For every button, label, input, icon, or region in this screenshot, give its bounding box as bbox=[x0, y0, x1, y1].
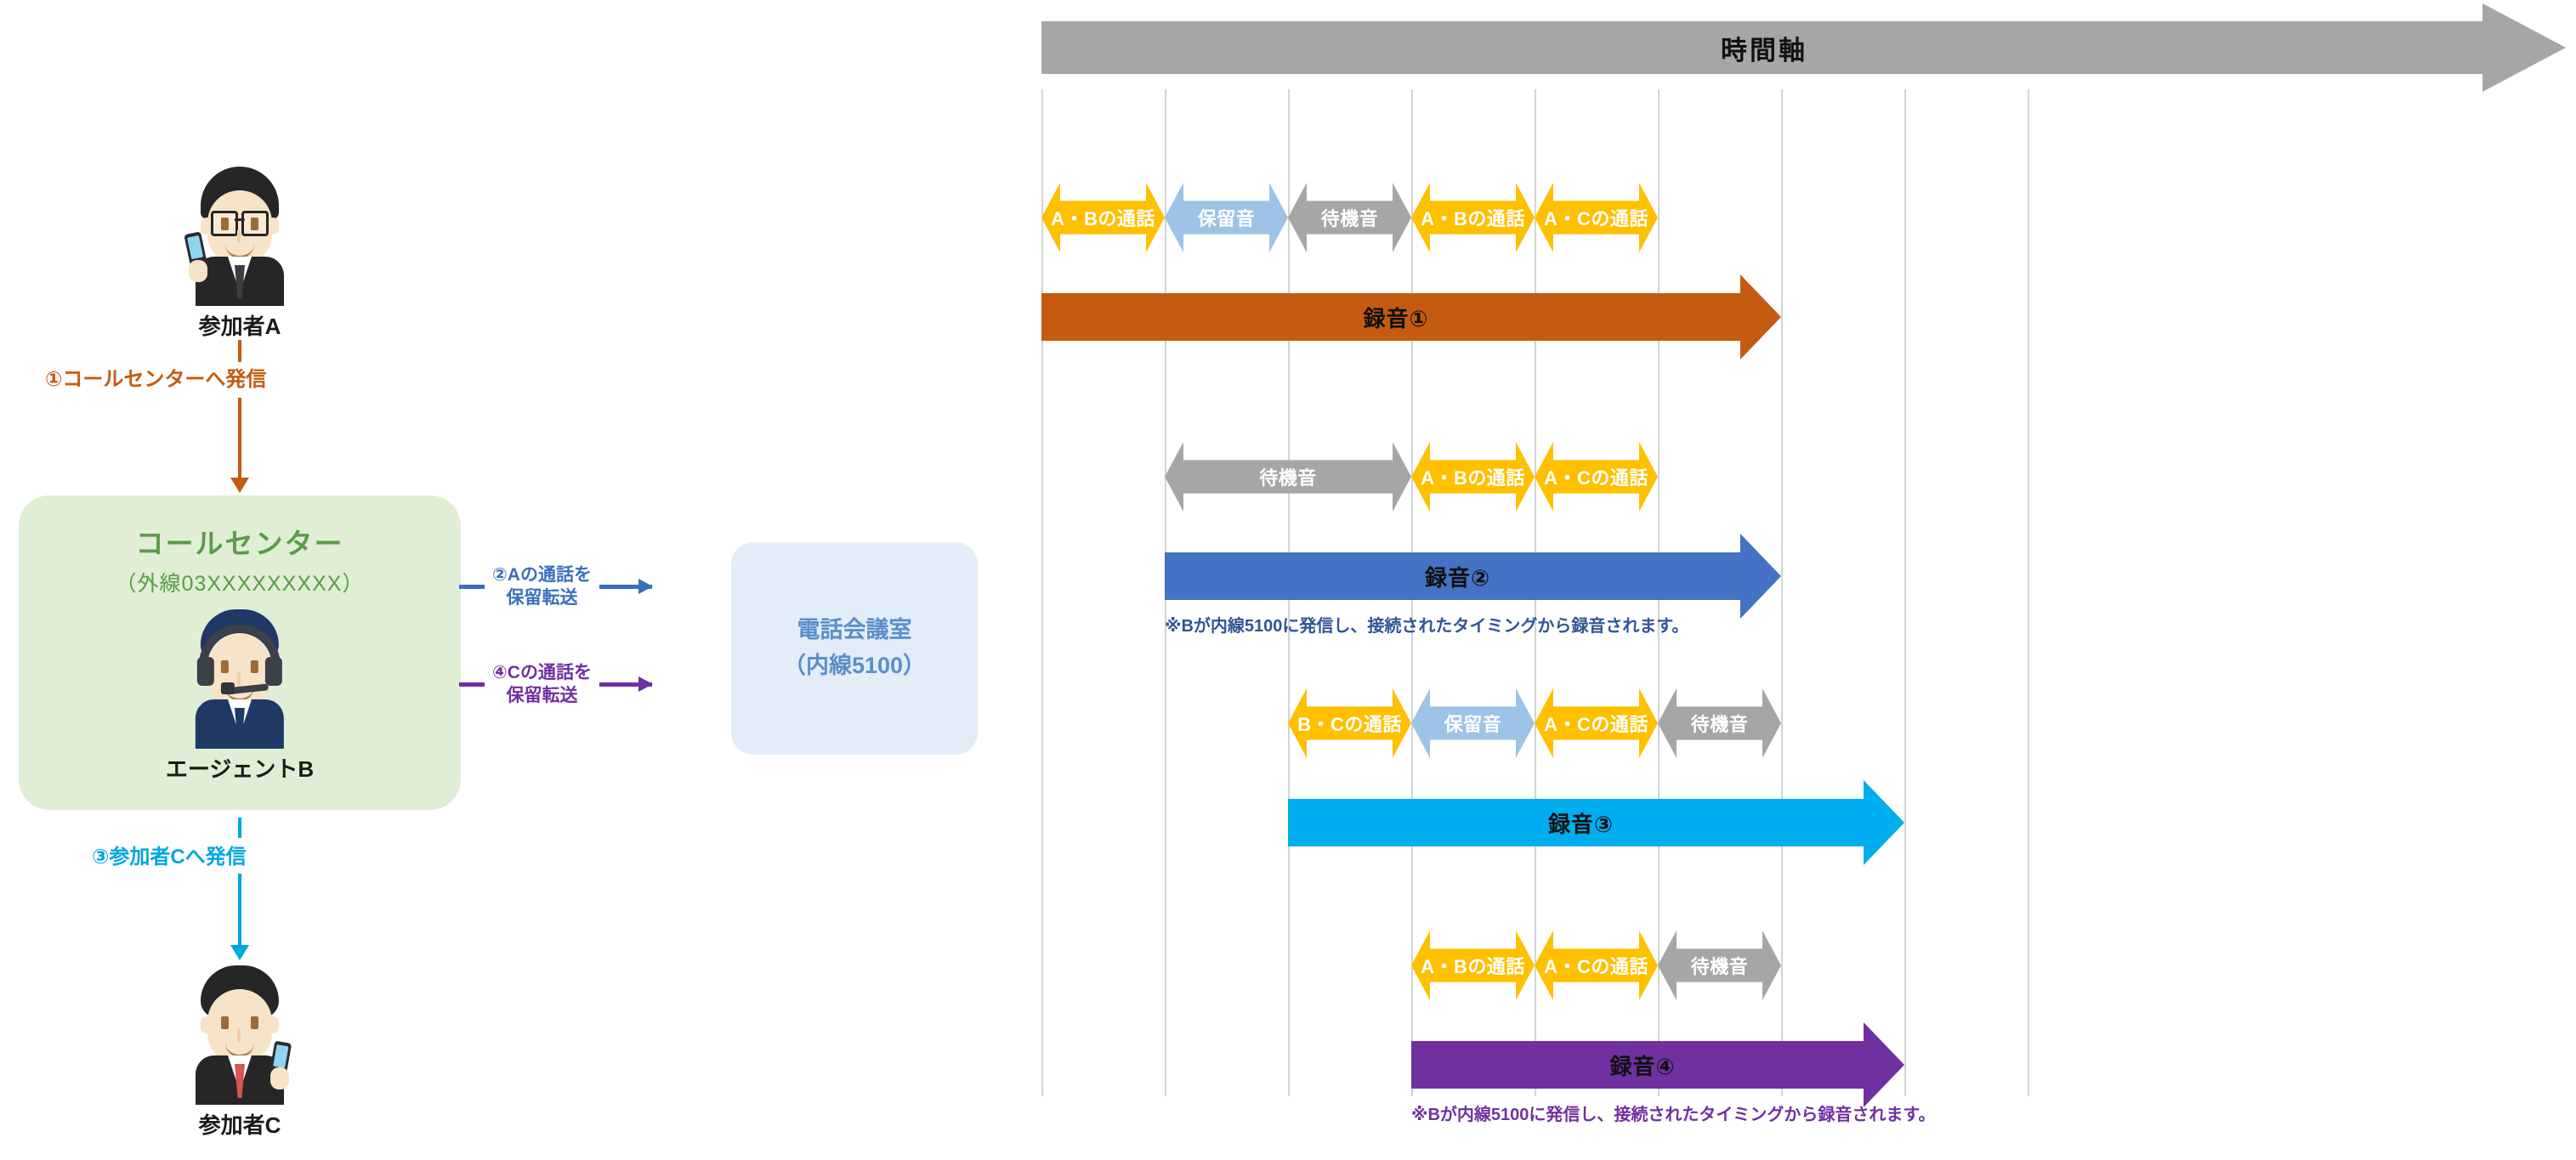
call-center-extension: （外線03XXXXXXXXX） bbox=[115, 572, 365, 596]
recording-bar-arrowhead-icon bbox=[1864, 1022, 1904, 1107]
recording-bar-body bbox=[1411, 1041, 1864, 1089]
transfer-c-label: ④Cの通話を 保留転送 bbox=[485, 661, 599, 708]
participant-a-block: 参加者A bbox=[95, 161, 384, 341]
transfer-a-arrow-icon: .transfer-row[data-name="transfer-row-a"… bbox=[599, 578, 653, 594]
segment-arrow-hold: 保留音 bbox=[1411, 688, 1535, 758]
person-with-smartphone-icon bbox=[172, 161, 308, 306]
transfer-a-label: ②Aの通話を 保留転送 bbox=[485, 563, 599, 610]
participant-c-block: 参加者C bbox=[95, 960, 384, 1140]
conference-room-extension: （内線5100） bbox=[782, 653, 927, 678]
segment-arrow-label: 待機音 bbox=[1320, 208, 1379, 229]
segment-arrow-wait: 待機音 bbox=[1658, 688, 1781, 758]
person-with-mobile-phone-icon bbox=[172, 960, 308, 1105]
segment-arrow-label: A・Bの通話 bbox=[1051, 208, 1155, 229]
recording-bar: 録音③ bbox=[1288, 780, 1904, 865]
segment-arrow-label: A・Cの通話 bbox=[1544, 956, 1648, 977]
transfer-c-label-line2: 保留転送 bbox=[506, 686, 578, 705]
time-axis-label: 時間軸 bbox=[1721, 35, 1807, 65]
recording-bar-label: 録音③ bbox=[1547, 811, 1614, 837]
conference-room-title: 電話会議室 bbox=[797, 617, 912, 643]
segment-arrow-label: A・Cの通話 bbox=[1544, 208, 1648, 229]
transfer-c-label-line1: ④Cの通話を bbox=[492, 662, 592, 682]
recording-bar: 録音① bbox=[1041, 274, 1781, 359]
recording-bar: 録音④ bbox=[1411, 1022, 1904, 1107]
transfer-a-dash bbox=[459, 584, 485, 589]
segment-arrow-label: A・Bの通話 bbox=[1421, 467, 1525, 489]
recording-bar-label: 録音② bbox=[1424, 564, 1490, 591]
transfer-row-a: ②Aの通話を 保留転送 .transfer-row[data-name="tra… bbox=[459, 544, 731, 629]
step1-label: ①コールセンターへ発信 bbox=[45, 368, 267, 391]
segment-arrow-talk: A・Cの通話 bbox=[1535, 442, 1658, 512]
agent-b-block: エージェントB bbox=[166, 604, 314, 784]
step3-label: ③参加者Cへ発信 bbox=[92, 846, 247, 869]
step1-connector-bottom bbox=[238, 398, 241, 481]
recording-bar: 録音② bbox=[1165, 534, 1781, 619]
recording-bar-arrowhead-icon bbox=[1864, 780, 1904, 865]
transfer-a-label-line1: ②Aの通話を bbox=[492, 564, 592, 585]
recording-note: ※Bが内線5100に発信し、接続されたタイミングから録音されます。 bbox=[1411, 1106, 1936, 1124]
time-axis-bar: 時間軸 bbox=[1041, 21, 2487, 74]
gridline-6 bbox=[1781, 89, 1783, 1096]
participant-a-label: 参加者A bbox=[198, 314, 281, 339]
segment-arrow-label: 待機音 bbox=[1259, 467, 1317, 489]
segment-arrow-talk: A・Cの通話 bbox=[1535, 688, 1658, 758]
recording-note: ※Bが内線5100に発信し、接続されたタイミングから録音されます。 bbox=[1165, 617, 1689, 636]
step1-arrowhead-icon bbox=[230, 478, 249, 493]
call-flow-diagram: 参加者A ①コールセンターへ発信 コールセンター （外線03XXXXXXXXX） bbox=[0, 0, 1037, 1160]
segment-arrow-talk: A・Bの通話 bbox=[1411, 931, 1535, 1000]
segment-arrow-talk: B・Cの通話 bbox=[1288, 688, 1411, 758]
segment-arrow-label: A・Bの通話 bbox=[1421, 208, 1525, 229]
gridline-7 bbox=[1904, 89, 1906, 1096]
conference-room-box: 電話会議室 （内線5100） bbox=[731, 542, 978, 755]
segment-arrow-label: 待機音 bbox=[1690, 714, 1749, 735]
segment-arrow-wait: 待機音 bbox=[1288, 183, 1411, 252]
recording-bar-label: 録音④ bbox=[1609, 1053, 1676, 1079]
gridline-0 bbox=[1041, 89, 1043, 1096]
segment-arrow-label: A・Bの通話 bbox=[1421, 956, 1525, 977]
segment-arrow-label: 待機音 bbox=[1690, 956, 1749, 977]
segment-arrow-label: 保留音 bbox=[1444, 714, 1502, 735]
segment-arrow-label: 保留音 bbox=[1197, 208, 1256, 229]
segment-arrow-talk: A・Bの通話 bbox=[1411, 183, 1535, 252]
step1-connector-top bbox=[238, 340, 241, 362]
recording-bar-arrowhead-icon bbox=[1740, 534, 1781, 619]
call-center-box: コールセンター （外線03XXXXXXXXX） エージ bbox=[19, 495, 461, 810]
segment-arrow-talk: A・Bの通話 bbox=[1411, 442, 1535, 512]
participant-c-label: 参加者C bbox=[198, 1112, 281, 1138]
segment-arrow-label: A・Cの通話 bbox=[1544, 714, 1648, 735]
step3-arrowhead-icon bbox=[230, 945, 249, 960]
recording-bar-arrowhead-icon bbox=[1740, 274, 1781, 359]
segment-arrow-talk: A・Cの通話 bbox=[1535, 931, 1658, 1000]
segment-arrow-label: A・Cの通話 bbox=[1544, 467, 1648, 489]
agent-b-label: エージェントB bbox=[165, 756, 315, 782]
recording-bar-label: 録音① bbox=[1363, 305, 1429, 331]
transfer-c-arrow-icon: .transfer-row[data-name="transfer-row-c"… bbox=[599, 676, 653, 692]
segment-arrow-talk: A・Cの通話 bbox=[1535, 183, 1658, 252]
call-center-title: コールセンター bbox=[135, 528, 344, 559]
segment-arrow-talk: A・Bの通話 bbox=[1041, 183, 1165, 252]
step3-connector-bottom bbox=[238, 874, 241, 948]
transfer-c-dash bbox=[459, 682, 485, 687]
segment-arrow-label: B・Cの通話 bbox=[1297, 714, 1402, 735]
agent-with-headset-icon bbox=[172, 604, 308, 749]
transfer-a-label-line2: 保留転送 bbox=[506, 588, 578, 608]
recording-bar-body bbox=[1288, 799, 1864, 846]
recording-bar-body bbox=[1165, 552, 1740, 600]
time-axis-arrowhead-icon bbox=[2482, 3, 2566, 92]
gridline-8 bbox=[2028, 89, 2029, 1096]
segment-arrow-wait: 待機音 bbox=[1658, 931, 1781, 1000]
segment-arrow-hold: 保留音 bbox=[1165, 183, 1288, 252]
transfer-row-c: ④Cの通話を 保留転送 .transfer-row[data-name="tra… bbox=[459, 642, 731, 727]
recording-bar-body bbox=[1041, 293, 1740, 341]
step3-connector-top bbox=[238, 818, 241, 838]
